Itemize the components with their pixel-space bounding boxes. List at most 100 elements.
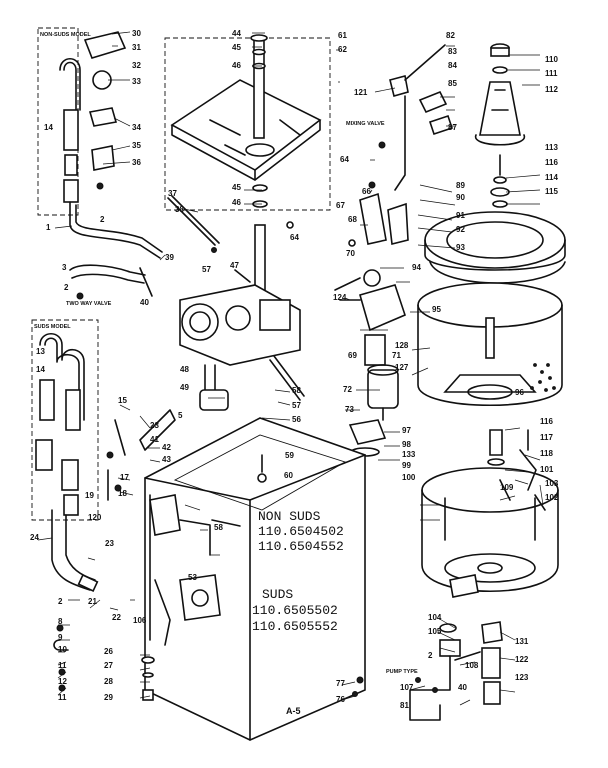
callout-c29: 29 (104, 693, 113, 702)
callout-c47: 47 (230, 261, 239, 270)
non-suds-model-2: 110.6504552 (258, 539, 344, 554)
callout-c89: 89 (456, 181, 465, 190)
callout-c45b: 45 (232, 183, 241, 192)
pump-assembly (334, 269, 406, 457)
callout-c98: 98 (402, 440, 411, 449)
callout-c112: 112 (545, 85, 558, 94)
callout-c56: 56 (292, 415, 301, 424)
callout-c36: 36 (132, 158, 141, 167)
callout-c23b: 23 (105, 539, 114, 548)
callout-c117: 117 (540, 433, 553, 442)
callout-c34: 34 (132, 123, 141, 132)
callout-c120: 120 (88, 513, 102, 522)
callout-c93: 93 (456, 243, 465, 252)
callout-c110: 110 (545, 55, 558, 64)
callout-c23a: 23 (150, 421, 159, 430)
non-suds-model-1: 110.6504502 (258, 524, 344, 539)
model-numbers: NON SUDS 110.6504502 110.6504552 SUDS 11… (252, 509, 344, 634)
callout-c58a: 58 (292, 386, 301, 395)
cabinet-internals (106, 409, 221, 646)
callout-c97: 97 (402, 426, 411, 435)
callout-c128: 128 (395, 341, 409, 350)
callout-c42: 42 (162, 443, 171, 452)
callout-c77: 77 (336, 679, 345, 688)
wash-basket (417, 282, 563, 406)
callout-c9: 9 (58, 633, 63, 642)
drain-hose (69, 264, 153, 300)
callout-c61: 61 (338, 31, 347, 40)
callout-c73: 73 (345, 405, 354, 414)
callout-c12: 12 (58, 677, 67, 686)
mixing-valve-note: MIXING VALVE (346, 121, 385, 127)
suds-model-note: SUDS MODEL (34, 324, 71, 330)
callout-c83: 83 (448, 47, 457, 56)
callout-c95: 95 (432, 305, 441, 314)
callout-c38: 38 (175, 205, 184, 214)
callout-c28: 28 (104, 677, 113, 686)
callout-c40b: 40 (458, 683, 467, 692)
callout-c19: 19 (85, 491, 94, 500)
callout-c21: 21 (88, 597, 97, 606)
page-number: A-5 (286, 706, 301, 716)
callout-c53: 53 (188, 573, 197, 582)
lower-pump (409, 621, 503, 721)
callout-c118: 118 (540, 449, 553, 458)
callout-c46a: 46 (232, 61, 241, 70)
callout-c102: 102 (545, 493, 559, 502)
callout-c99: 99 (402, 461, 411, 470)
callout-c27: 27 (104, 661, 113, 670)
callout-c35: 35 (132, 141, 141, 150)
basket-holes (530, 363, 556, 392)
callout-c106: 106 (133, 616, 147, 625)
callout-c32: 32 (132, 61, 141, 70)
transmission-assembly (179, 224, 305, 411)
callout-c45a: 45 (232, 43, 241, 52)
callout-c31: 31 (132, 43, 141, 52)
callout-c70: 70 (346, 249, 355, 258)
two-way-valve-note: TWO WAY VALVE (66, 301, 112, 307)
callout-c91: 91 (456, 211, 465, 220)
callout-c111: 111 (545, 69, 558, 78)
callout-c2d: 2 (428, 651, 433, 660)
callout-c133: 133 (402, 450, 416, 459)
callout-c101: 101 (540, 465, 554, 474)
callout-c131: 131 (515, 637, 529, 646)
suds-model-1: 110.6505502 (252, 603, 338, 618)
callout-c116b: 116 (540, 417, 553, 426)
callout-c121: 121 (354, 88, 368, 97)
callout-c100: 100 (402, 473, 416, 482)
callout-c81: 81 (400, 701, 409, 710)
linkage-rods (167, 195, 251, 283)
non-suds-bracket (83, 31, 127, 190)
agitator (475, 43, 525, 146)
callout-c72: 72 (343, 385, 352, 394)
non-suds-hose-group (37, 27, 163, 259)
callout-c123: 123 (515, 673, 529, 682)
callout-c13a: 13 (36, 347, 45, 356)
callout-c41: 41 (150, 435, 159, 444)
callout-c11a: 11 (58, 661, 67, 670)
callout-c84: 84 (448, 61, 457, 70)
callout-c11b: 11 (58, 693, 67, 702)
callout-c48: 48 (180, 365, 189, 374)
callout-c104: 104 (428, 613, 442, 622)
lower-left-hoses (51, 509, 99, 692)
callout-c8: 8 (58, 617, 63, 626)
callout-c14b: 14 (36, 365, 45, 374)
callout-c90: 90 (456, 193, 465, 202)
callout-c92: 92 (456, 225, 465, 234)
tub-brace (487, 429, 546, 511)
pump-type-note: PUMP TYPE (386, 669, 418, 675)
callout-c1a: 1 (46, 223, 51, 232)
suds-model-2: 110.6505552 (252, 619, 338, 634)
callout-c2b: 2 (64, 283, 69, 292)
callout-c58b: 58 (214, 523, 223, 532)
callout-c2c: 2 (58, 597, 63, 606)
callout-c24: 24 (30, 533, 39, 542)
callout-c96: 96 (515, 388, 524, 397)
callout-c59: 59 (285, 451, 294, 460)
callout-c49: 49 (180, 383, 189, 392)
callout-c107: 107 (400, 683, 414, 692)
callout-c82: 82 (446, 31, 455, 40)
